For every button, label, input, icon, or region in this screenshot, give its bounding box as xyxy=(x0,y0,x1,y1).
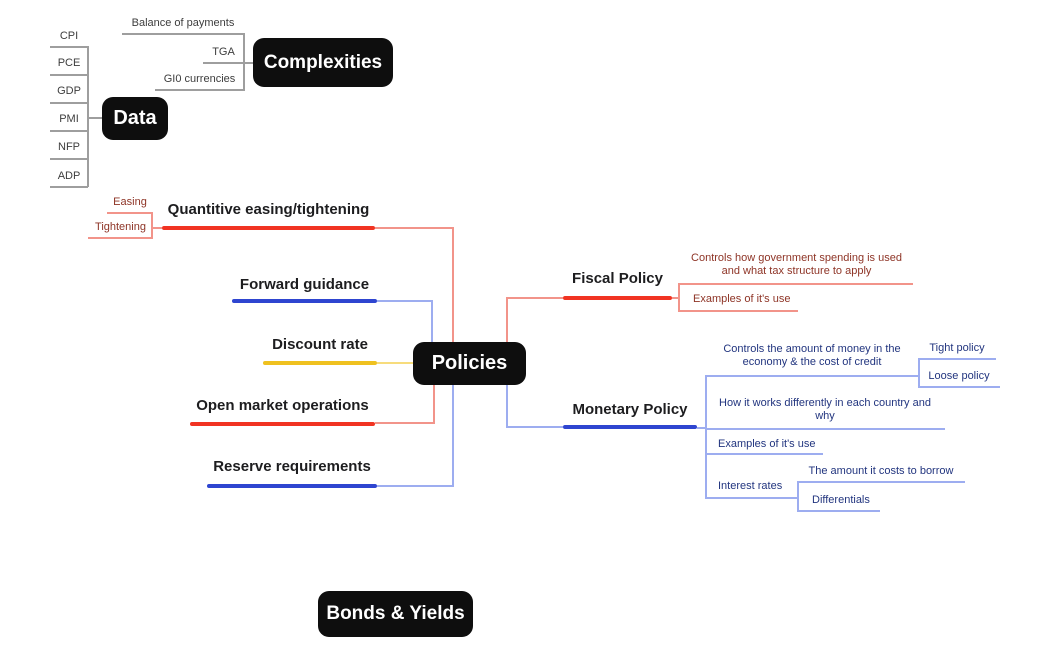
topic-tga[interactable]: TGA xyxy=(212,46,235,58)
underline xyxy=(50,158,88,160)
connector-line xyxy=(506,297,508,342)
connector-line xyxy=(377,300,433,302)
topic-tightening[interactable]: Tightening xyxy=(95,221,146,233)
topic-loose-policy[interactable]: Loose policy xyxy=(928,370,990,382)
connector-line xyxy=(431,300,433,343)
connector-line xyxy=(506,385,508,428)
connector-line xyxy=(88,117,102,119)
topic-monetary-policy[interactable]: Monetary Policy xyxy=(572,401,688,418)
underline xyxy=(190,422,375,426)
topic-pce[interactable]: PCE xyxy=(57,57,81,69)
connector-line xyxy=(452,385,454,487)
node-policies[interactable]: Policies xyxy=(413,342,526,385)
topic-gdp[interactable]: GDP xyxy=(57,85,81,97)
connector-line xyxy=(87,46,89,187)
underline xyxy=(50,186,88,188)
connector-line xyxy=(377,362,413,364)
connector-line xyxy=(375,227,454,229)
underline xyxy=(918,358,996,360)
topic-differentials[interactable]: Differentials xyxy=(812,494,870,506)
underline xyxy=(122,33,244,35)
topic-nfp[interactable]: NFP xyxy=(58,141,80,153)
connector-line xyxy=(375,422,435,424)
connector-line xyxy=(151,227,162,229)
connector-line xyxy=(151,212,153,239)
connector-line xyxy=(452,227,454,343)
underline xyxy=(162,226,375,230)
underline xyxy=(678,283,913,285)
topic-g10-currencies[interactable]: GI0 currencies xyxy=(163,73,236,85)
connector-line xyxy=(506,297,563,299)
underline xyxy=(705,497,797,499)
underline xyxy=(50,74,88,76)
topic-open-market-operations[interactable]: Open market operations xyxy=(196,397,369,414)
underline xyxy=(797,481,965,483)
underline xyxy=(705,453,823,455)
topic-fiscal-policy[interactable]: Fiscal Policy xyxy=(572,270,663,287)
topic-discount-rate[interactable]: Discount rate xyxy=(272,336,368,353)
topic-forward-guidance[interactable]: Forward guidance xyxy=(239,276,370,293)
topic-quantitive-easing-tightening[interactable]: Quantitive easing/tightening xyxy=(167,201,370,218)
underline xyxy=(155,89,244,91)
underline xyxy=(88,237,153,239)
topic-monetary-examples[interactable]: Examples of it's use xyxy=(718,438,816,450)
connector-line xyxy=(678,283,680,312)
underline xyxy=(203,62,244,64)
underline xyxy=(50,102,88,104)
node-data[interactable]: Data xyxy=(102,97,168,140)
connector-line xyxy=(705,375,707,499)
underline xyxy=(50,46,88,48)
topic-monetary-how[interactable]: How it works differently in each country… xyxy=(719,397,931,422)
connector-line xyxy=(377,485,454,487)
underline xyxy=(797,510,880,512)
topic-tight-policy[interactable]: Tight policy xyxy=(929,342,985,354)
connector-line xyxy=(244,62,253,64)
topic-amount-to-borrow[interactable]: The amount it costs to borrow xyxy=(808,465,954,477)
connector-line xyxy=(697,427,705,429)
underline xyxy=(232,299,377,303)
connector-line xyxy=(797,481,799,512)
topic-interest-rates[interactable]: Interest rates xyxy=(718,480,783,492)
connector-line xyxy=(918,358,920,388)
topic-easing[interactable]: Easing xyxy=(113,196,147,208)
node-complexities[interactable]: Complexities xyxy=(253,38,393,87)
connector-line xyxy=(433,385,435,424)
topic-pmi[interactable]: PMI xyxy=(59,113,79,125)
topic-adp[interactable]: ADP xyxy=(57,170,81,182)
topic-reserve-requirements[interactable]: Reserve requirements xyxy=(213,458,371,475)
underline xyxy=(50,130,88,132)
underline xyxy=(678,310,798,312)
connector-line xyxy=(672,297,680,299)
underline xyxy=(705,428,945,430)
underline xyxy=(263,361,377,365)
underline xyxy=(107,212,153,214)
underline xyxy=(563,296,672,300)
node-bonds-yields[interactable]: Bonds & Yields xyxy=(318,591,473,637)
topic-cpi[interactable]: CPI xyxy=(59,30,79,42)
underline xyxy=(705,375,918,377)
topic-monetary-controls[interactable]: Controls the amount of money in the econ… xyxy=(723,343,901,368)
topic-fiscal-controls[interactable]: Controls how government spending is used… xyxy=(691,252,902,277)
underline xyxy=(207,484,377,488)
underline xyxy=(918,386,1000,388)
connector-line xyxy=(243,33,245,91)
underline xyxy=(563,425,697,429)
topic-balance-of-payments[interactable]: Balance of payments xyxy=(131,17,235,29)
topic-fiscal-examples[interactable]: Examples of it's use xyxy=(693,293,791,305)
connector-line xyxy=(506,426,563,428)
